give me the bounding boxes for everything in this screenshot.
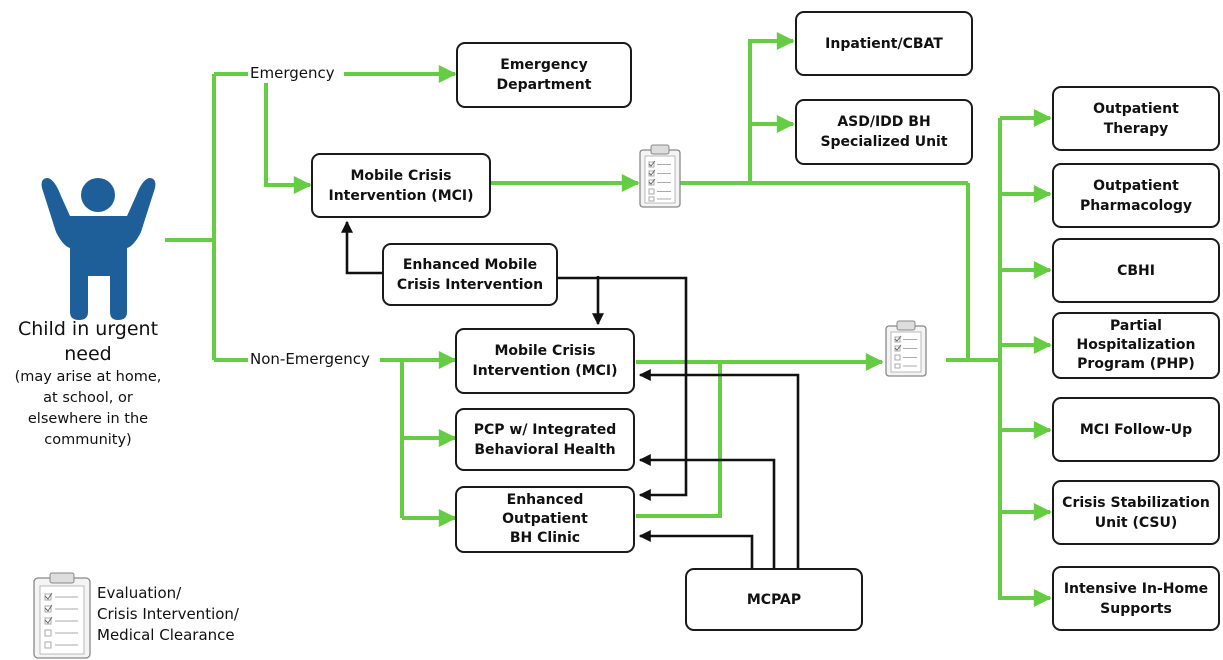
- child-title-line: need: [64, 343, 112, 365]
- box-line: MCI Follow-Up: [1079, 421, 1193, 438]
- box-line: Hospitalization: [1076, 337, 1196, 353]
- child-figure-icon: [41, 178, 156, 320]
- child-note-line: elsewhere in the: [27, 411, 149, 427]
- box-line: Partial: [1110, 318, 1162, 334]
- service-csu: Crisis Stabilization Unit (CSU): [1052, 480, 1220, 545]
- box-line: Outpatient: [502, 511, 588, 527]
- arrow-to-inpatient: [748, 32, 795, 183]
- box-line: Emergency: [500, 57, 588, 73]
- enhanced-mci-box: Enhanced Mobile Crisis Intervention: [382, 243, 558, 306]
- box-line: Behavioral Health: [474, 441, 616, 458]
- box-line: Department: [496, 77, 592, 93]
- box-line: Therapy: [1103, 120, 1169, 137]
- box-line: Pharmacology: [1079, 197, 1193, 214]
- box-line: MCPAP: [746, 591, 802, 608]
- green-connectors: [165, 32, 1052, 607]
- emergency-label: Emergency: [248, 64, 337, 82]
- box-line: CBHI: [1117, 262, 1155, 279]
- service-outpatient-pharmacology: Outpatient Pharmacology: [1052, 163, 1220, 228]
- enhanced-clinic-box: Enhanced Outpatient BH Clinic: [455, 486, 635, 553]
- box-line: BH Clinic: [509, 530, 581, 546]
- service-php: Partial Hospitalization Program (PHP): [1052, 312, 1220, 379]
- box-line: ASD/IDD BH: [837, 114, 931, 130]
- box-line: Program (PHP): [1077, 356, 1195, 372]
- arrow-to-emergency-mci: [264, 83, 312, 194]
- box-line: Enhanced Mobile: [402, 256, 538, 273]
- pcp-box: PCP w/ Integrated Behavioral Health: [455, 408, 635, 471]
- child-note-line: at school, or: [43, 390, 133, 406]
- box-line: Mobile Crisis: [350, 167, 452, 184]
- legend-line: Crisis Intervention/: [97, 605, 239, 623]
- legend-text: Evaluation/ Crisis Intervention/ Medical…: [97, 583, 239, 646]
- child-caption: Child in urgent need (may arise at home,…: [4, 317, 172, 451]
- legend-line: Medical Clearance: [97, 626, 235, 644]
- child-note-line: (may arise at home,: [14, 369, 162, 385]
- box-line: Intervention (MCI): [328, 187, 474, 204]
- clipboard-checklist-icon: [639, 144, 681, 208]
- service-cbhi: CBHI: [1052, 238, 1220, 303]
- inpatient-cbat-box: Inpatient/CBAT: [795, 11, 973, 76]
- nonemergency-mci-box: Mobile Crisis Intervention (MCI): [455, 328, 635, 394]
- service-outpatient-therapy: Outpatient Therapy: [1052, 86, 1220, 151]
- arrow-mcpap-to-mci: [638, 369, 800, 568]
- clipboard-checklist-icon: [885, 320, 927, 377]
- box-line: Mobile Crisis: [494, 343, 596, 359]
- box-line: Intensive In-Home: [1063, 580, 1209, 597]
- asd-idd-box: ASD/IDD BH Specialized Unit: [795, 99, 973, 165]
- arrow-enhanced-to-emergency-mci: [341, 220, 382, 275]
- service-mci-follow-up: MCI Follow-Up: [1052, 397, 1220, 462]
- box-line: Inpatient/CBAT: [825, 35, 943, 52]
- legend-clipboard-icon: [33, 572, 91, 659]
- box-line: Unit (CSU): [1094, 514, 1178, 531]
- box-line: Supports: [1100, 600, 1172, 617]
- service-intensive-in-home: Intensive In-Home Supports: [1052, 566, 1220, 631]
- emergency-department-box: Emergency Department: [456, 42, 632, 108]
- arrow-mcpap-to-pcp: [638, 454, 776, 568]
- box-line: Enhanced: [506, 492, 584, 508]
- box-line: Outpatient: [1093, 100, 1179, 117]
- box-line: Specialized Unit: [820, 134, 948, 150]
- box-line: PCP w/ Integrated: [473, 421, 617, 438]
- legend-line: Evaluation/: [97, 584, 182, 602]
- box-line: Outpatient: [1093, 177, 1179, 194]
- mcpap-box: MCPAP: [685, 568, 863, 631]
- child-note-line: community): [44, 432, 132, 448]
- black-connectors: [341, 220, 800, 568]
- arrow-mcpap-to-clinic: [638, 530, 754, 568]
- child-title-line: Child in urgent: [17, 318, 159, 340]
- emergency-mci-box: Mobile Crisis Intervention (MCI): [311, 153, 491, 218]
- box-line: Crisis Intervention: [396, 276, 544, 293]
- box-line: Crisis Stabilization: [1062, 494, 1210, 511]
- arrow-enhanced-to-clinic: [558, 276, 688, 501]
- non-emergency-label: Non-Emergency: [248, 350, 372, 368]
- box-line: Intervention (MCI): [472, 363, 618, 379]
